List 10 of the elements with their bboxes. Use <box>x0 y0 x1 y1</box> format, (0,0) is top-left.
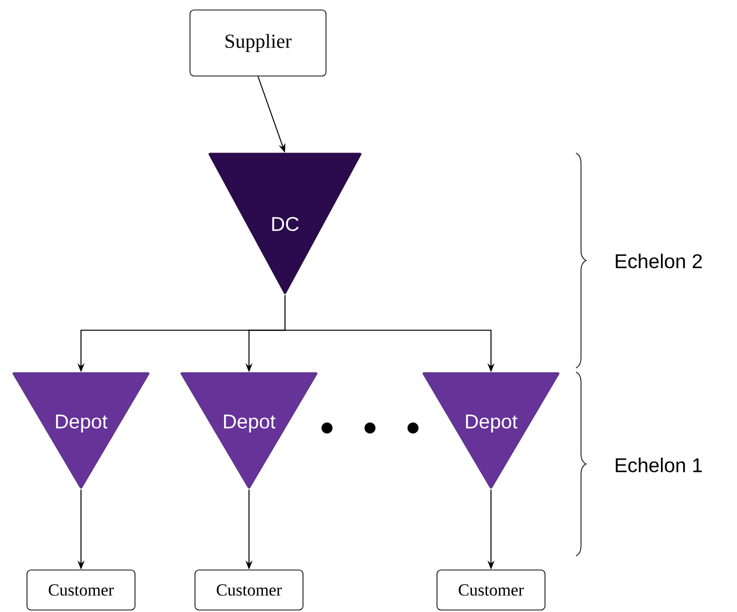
echelon-label: Echelon 1 <box>616 458 702 472</box>
customer-box: Customer <box>436 570 546 610</box>
echelon-label: Echelon 2 <box>616 254 702 268</box>
depot-triangle: Depot <box>422 372 560 489</box>
distribution-center-triangle: DC <box>208 152 362 294</box>
customer-box: Customer <box>194 570 304 610</box>
depot-triangle: Depot <box>180 372 318 489</box>
supplier-box: Supplier <box>190 10 326 76</box>
customer-box: Customer <box>26 570 136 610</box>
depot-triangle: Depot <box>12 372 150 489</box>
